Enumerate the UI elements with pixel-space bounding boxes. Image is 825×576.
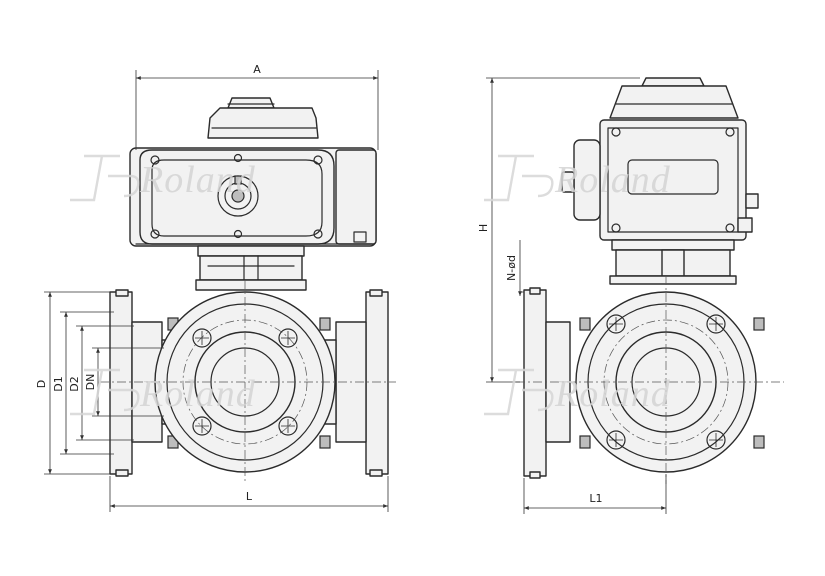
dimension-label-l1: L1 bbox=[589, 492, 602, 505]
side-view bbox=[516, 77, 784, 484]
watermark-brand-text: Roland bbox=[139, 373, 256, 415]
flange-bolt-holes bbox=[192, 328, 298, 436]
dimension-label-n-od: N-ød bbox=[505, 255, 518, 281]
watermark-roland: Roland Roland Roland Roland bbox=[70, 154, 671, 416]
dimension-label-h: H bbox=[477, 224, 490, 232]
watermark-brand-text: Roland bbox=[139, 159, 256, 201]
actuator-housing bbox=[129, 147, 377, 247]
side-mounting-bracket bbox=[609, 239, 737, 285]
front-view bbox=[100, 97, 396, 484]
dimension-label-d1: D1 bbox=[52, 376, 65, 391]
side-actuator-housing bbox=[561, 119, 759, 241]
mounting-bracket bbox=[195, 245, 307, 291]
front-view-dimensions: A L D D1 D2 DN bbox=[35, 63, 389, 512]
watermark-logo bbox=[70, 154, 554, 416]
side-view-dimensions: H N-ød L1 bbox=[477, 77, 667, 514]
dimension-label-d2: D2 bbox=[68, 376, 81, 391]
dimension-label-d: D bbox=[35, 380, 48, 388]
watermark-brand-text: Roland bbox=[554, 373, 671, 415]
side-actuator-top bbox=[609, 77, 739, 119]
dimension-label-dn: DN bbox=[84, 374, 97, 391]
body-studs bbox=[167, 317, 331, 449]
actuator-top-cover bbox=[207, 97, 319, 139]
dimension-label-l: L bbox=[246, 490, 253, 503]
side-flange-bolt-holes bbox=[606, 314, 726, 450]
watermark-brand-text: Roland bbox=[554, 159, 671, 201]
dimension-label-a: A bbox=[253, 63, 261, 76]
